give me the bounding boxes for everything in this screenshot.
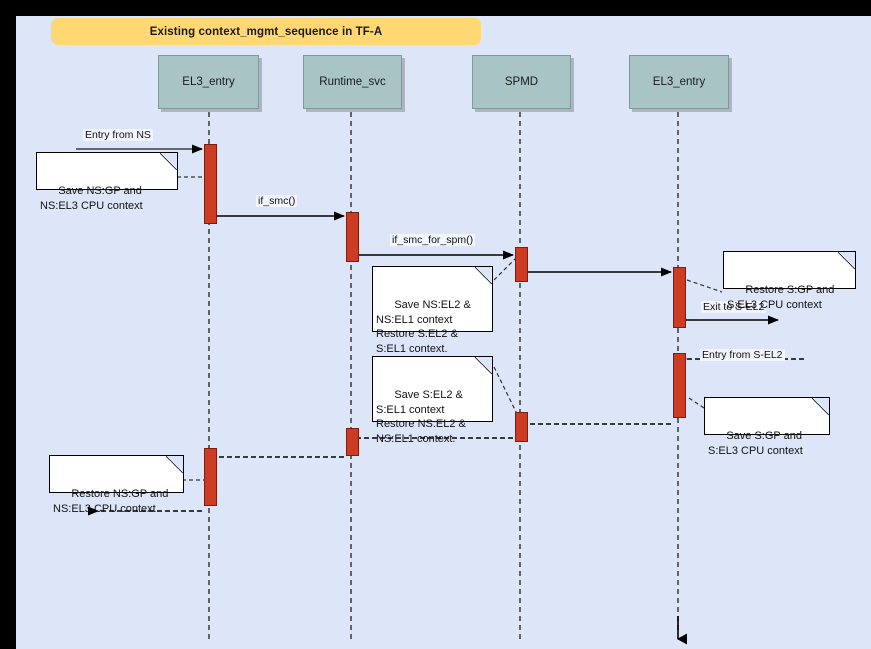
note-fold-corner-icon [160,153,177,170]
note-text: Restore NS:GP and NS:EL3 CPU context [53,488,169,515]
message-label-if-smc: if_smc() [256,195,298,207]
note-text: Save S:EL2 & S:EL1 context Restore NS:EL… [376,389,466,445]
note-fold-corner-icon [475,357,492,374]
note-save-ns-el2: Save NS:EL2 & NS:EL1 context Restore S:E… [372,266,493,355]
lifeline-header-el3-entry-1[interactable]: EL3_entry [158,55,259,109]
note-text: Save NS:GP and NS:EL3 CPU context [40,185,143,212]
note-save-ns-gp: Save NS:GP and NS:EL3 CPU context [36,152,178,212]
lifeline-label: EL3_entry [652,76,706,88]
lifeline-header-spmd[interactable]: SPMD [472,55,571,109]
diagram-canvas: Existing context_mgmt_sequence in TF-A [16,16,871,649]
activation-bar-ll3-bottom[interactable] [515,412,528,442]
message-label-entry-from-s-el2: Entry from S-EL2 [700,349,785,361]
note-connector-n5 [688,397,705,409]
note-connector-n3 [686,279,723,293]
activation-bar-ll4-top[interactable] [673,267,686,328]
lifeline-header-el3-entry-2[interactable]: EL3_entry [629,55,729,109]
note-text: Save NS:EL2 & NS:EL1 context Restore S:E… [376,299,471,355]
activation-bar-ll3-top[interactable] [515,247,528,282]
note-restore-ns-gp: Restore NS:GP and NS:EL3 CPU context [49,455,184,515]
message-label-entry-from-ns: Entry from NS [83,129,153,141]
message-label-if-smc-for-spm: if_smc_for_spm() [390,234,476,246]
activation-bar-ll4-bottom[interactable] [673,353,686,418]
activation-bar-ll1-bottom[interactable] [204,448,217,506]
lifeline-label: EL3_entry [182,76,235,88]
lifeline-label: Runtime_svc [319,76,386,88]
activation-bar-ll2-top[interactable] [346,212,359,262]
note-text: Restore S:GP and S:EL3 CPU context [727,284,835,311]
note-save-s-el2: Save S:EL2 & S:EL1 context Restore NS:EL… [372,356,493,445]
note-fold-corner-icon [475,267,492,284]
activation-bar-ll2-bottom[interactable] [346,428,359,456]
activation-bar-ll1-top[interactable] [204,144,217,224]
note-fold-corner-icon [166,456,183,473]
message-label-exit-to-s-el2: Exit to S-EL2 [701,301,767,313]
diagram-title-banner: Existing context_mgmt_sequence in TF-A [51,18,481,45]
note-fold-corner-icon [838,252,855,269]
note-restore-s-gp: Restore S:GP and S:EL3 CPU context [723,251,856,311]
note-fold-corner-icon [812,398,829,415]
lifeline-label: SPMD [504,76,539,88]
note-save-s-gp: Save S:GP and S:EL3 CPU context [704,397,830,457]
note-text: Save S:GP and S:EL3 CPU context [708,430,803,457]
lifeline-header-runtime-svc[interactable]: Runtime_svc [303,55,402,109]
page-title: Existing context_mgmt_sequence in TF-A [149,25,383,38]
